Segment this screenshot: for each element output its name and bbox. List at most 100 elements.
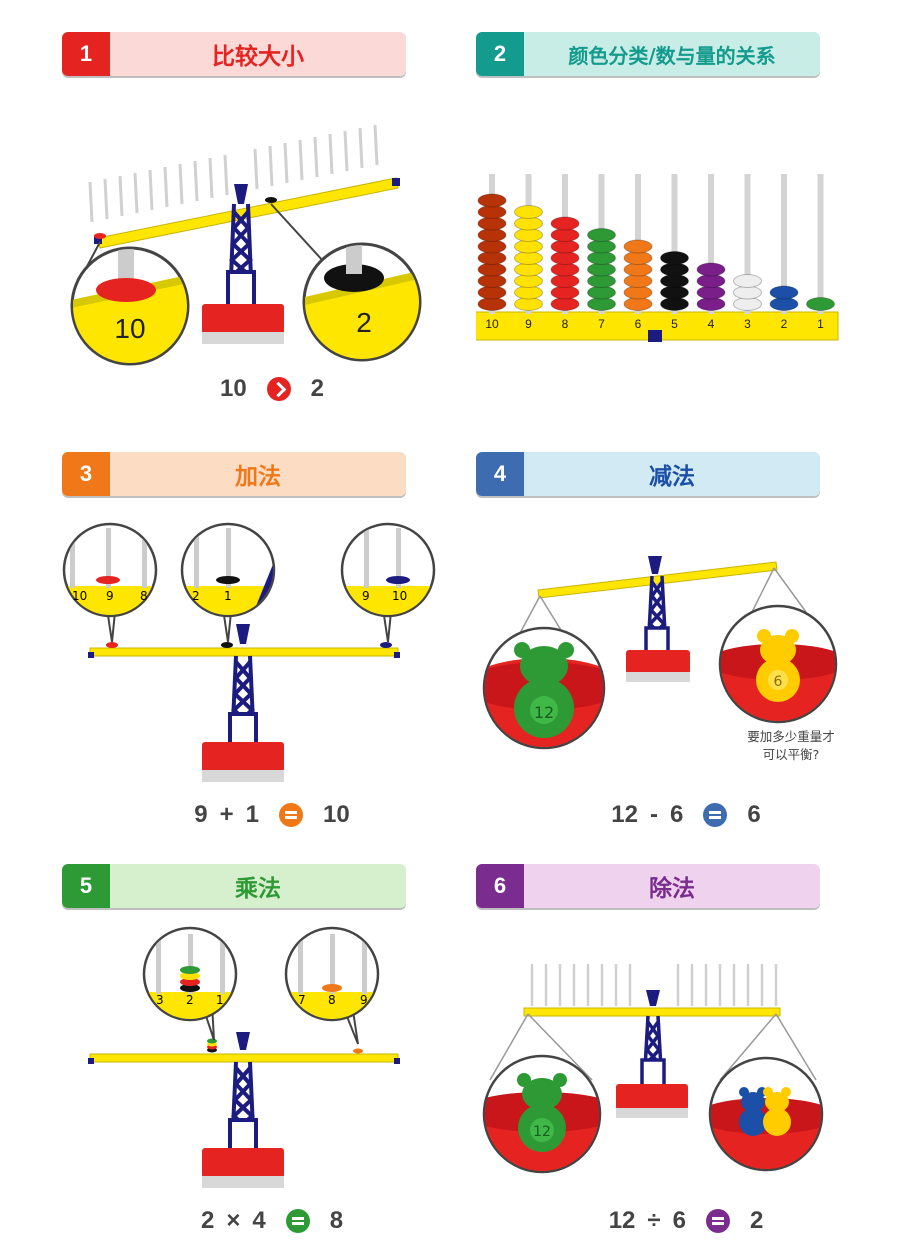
equation-a: 12 [611,801,638,828]
section-title: 除法 [524,864,820,908]
equation-result: 6 [747,801,761,828]
question-note: 要加多少重量才 可以平衡? [726,728,856,764]
section-number: 4 [476,452,524,496]
bubble-a-label-0: 10 [72,589,87,603]
equals-icon [279,803,304,827]
bubble-b-label-0: 2 [192,589,200,603]
equation-b: 6 [669,801,684,828]
equals-icon [285,1209,310,1233]
bear-right-number: 6 [774,674,783,690]
bubble-a [142,926,238,1041]
section-title: 比较大小 [110,32,406,76]
bubble-label-right: 2 [356,307,372,338]
section-number: 6 [476,864,524,908]
section-division: 6 除法 [476,864,896,1242]
bubble-a-label-2: 8 [140,589,148,603]
equation-op: + [219,801,234,828]
equation-result: 2 [749,1207,764,1234]
bear-bowl-right [718,604,838,724]
abacus-rod [781,174,787,314]
abacus-label: 2 [781,317,788,331]
section-number: 1 [62,32,110,76]
yellow-bear-icon [756,629,800,702]
section-header: 3 加法 [62,452,406,496]
section-addition: 3 加法 [62,452,482,852]
bubble-left [70,241,190,366]
bubble-b-label-1: 8 [328,993,336,1007]
section-title: 乘法 [110,864,406,908]
equation-b: 6 [672,1207,686,1234]
abacus-bead [623,239,653,254]
bear-bowl-left [482,1054,602,1174]
equation-a: 12 [608,1207,636,1234]
green-bear-icon [517,1073,567,1152]
bubble-b-label-1: 1 [224,589,232,603]
bear-left-number: 12 [534,703,554,722]
section-compare: 1 比较大小 [62,32,482,432]
section-subtraction: 4 减法 [476,452,896,852]
equation: 12 ÷ 6 2 [476,1204,896,1238]
abacus-label: 6 [635,317,642,331]
equation-right: 2 [310,375,325,402]
green-bear-icon [514,642,574,738]
abacus-bead [477,193,507,208]
abacus-label: 8 [562,317,569,331]
abacus-rod [708,174,714,314]
bubble-b [284,926,380,1045]
equals-icon [703,803,728,827]
bubble-label-left: 10 [114,313,145,344]
question-line-2: 可以平衡? [762,747,820,762]
balance-illustration: 12 [482,964,824,1174]
balance-illustration: 10 2 [70,124,422,366]
abacus-label: 3 [744,317,751,331]
base [202,304,284,334]
equation-result: 8 [329,1207,344,1234]
bubble-right [270,203,422,362]
section-header: 5 乘法 [62,864,406,908]
abacus-bead [550,216,580,231]
bubble-a-label-1: 9 [106,589,114,603]
tower [226,203,256,308]
pegs [88,124,379,223]
abacus-label: 10 [485,317,499,331]
bubble-b-label-2: 9 [360,993,368,1007]
abacus-rod [744,174,751,314]
bear-bowl-right [708,1056,824,1172]
equation-op: - [649,801,658,828]
section-title: 颜色分类/数与量的关系 [524,32,820,76]
abacus-label: 4 [708,317,715,331]
bubble-c-label-0: 9 [362,589,370,603]
bear-left-number: 12 [533,1124,551,1140]
question-line-1: 要加多少重量才 [747,729,835,744]
section-number: 5 [62,864,110,908]
bubble-a-label-2: 1 [216,993,224,1007]
abacus-bead [696,262,726,277]
section-title: 加法 [110,452,406,496]
section-number: 3 [62,452,110,496]
equation-op: × [226,1207,241,1234]
abacus-marker [648,330,662,342]
equation-result: 10 [323,801,350,828]
section-header: 4 减法 [476,452,820,496]
abacus-rod [671,174,678,314]
bubble-b [180,522,276,643]
abacus-bead [806,297,835,311]
abacus-bead [769,285,799,300]
abacus-bead [660,251,689,265]
section-title: 减法 [524,452,820,496]
yellow-bear-icon [763,1087,791,1136]
equation: 10 2 [62,372,482,406]
equation-a: 9 [194,801,208,828]
abacus-bead [587,228,616,242]
bubble-c [340,522,436,643]
abacus-label: 1 [817,317,824,331]
bear-bowl-left [482,626,606,750]
equation: 9 + 1 10 [62,798,482,832]
bubble-a-label-0: 3 [156,993,164,1007]
abacus-label: 9 [525,317,532,331]
section-number: 2 [476,32,524,76]
equals-icon [705,1209,730,1233]
section-header: 6 除法 [476,864,820,908]
